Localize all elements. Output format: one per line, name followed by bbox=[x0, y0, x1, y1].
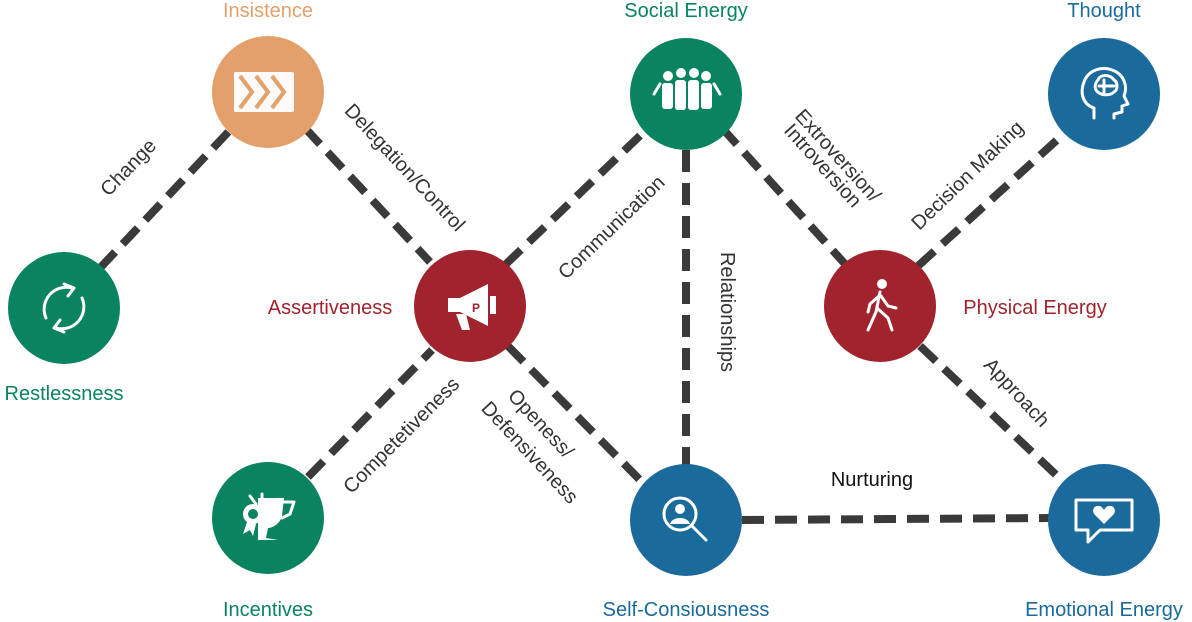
node-assertiveness: P Assertiveness bbox=[268, 250, 526, 362]
edge-label-delegation-control: Delegation/Control bbox=[340, 100, 469, 236]
edge-competetiveness bbox=[305, 347, 435, 480]
edge-communication bbox=[502, 125, 651, 268]
edge-label-communication: Communication bbox=[554, 172, 669, 284]
heart-chat-icon bbox=[1074, 498, 1134, 544]
megaphone-icon: P bbox=[448, 284, 496, 330]
thought-label: Thought bbox=[1067, 0, 1141, 22]
brain-head-icon bbox=[1080, 67, 1130, 120]
edge-nurturing bbox=[741, 514, 1051, 524]
chevrons-icon bbox=[234, 72, 294, 112]
node-restlessness: Restlessness bbox=[5, 252, 124, 405]
node-insistence: Insistence bbox=[212, 0, 324, 148]
node-thought: Thought bbox=[1048, 0, 1160, 150]
physical-energy-circle bbox=[824, 250, 936, 362]
physical-energy-label: Physical Energy bbox=[963, 297, 1106, 319]
restlessness-label: Restlessness bbox=[5, 383, 124, 405]
social-energy-label: Social Energy bbox=[624, 0, 747, 22]
edge-label-approach: Approach bbox=[979, 354, 1053, 432]
edge-extroversion-introversion bbox=[719, 125, 848, 267]
nodes: Insistence Social Energy bbox=[5, 0, 1183, 621]
node-physical-energy: Physical Energy bbox=[824, 250, 1107, 362]
group-people-icon bbox=[652, 68, 722, 110]
search-person-icon bbox=[662, 496, 708, 542]
restlessness-circle bbox=[8, 252, 120, 364]
edge-label-relationships: Relationships bbox=[716, 252, 738, 372]
edge-label-nurturing: Nurturing bbox=[831, 469, 913, 491]
refresh-arrows-icon bbox=[42, 282, 86, 334]
edge-delegation-control bbox=[302, 125, 433, 265]
walking-person-icon bbox=[866, 279, 898, 332]
edge-label-competetiveness: Competetiveness bbox=[339, 373, 464, 498]
edge-decision-making bbox=[915, 127, 1071, 269]
node-social-energy: Social Energy bbox=[624, 0, 748, 150]
incentives-label: Incentives bbox=[223, 599, 313, 621]
edge-approach bbox=[917, 343, 1073, 491]
trophy-medal-icon bbox=[243, 492, 296, 540]
node-self-consciousness: Self-Consiousness bbox=[603, 464, 770, 621]
node-incentives: Incentives bbox=[212, 462, 324, 621]
emotional-energy-label: Emotional Energy bbox=[1025, 599, 1183, 621]
node-emotional-energy: Emotional Energy bbox=[1025, 464, 1183, 621]
edge-change bbox=[97, 125, 235, 271]
svg-text:P: P bbox=[472, 301, 480, 315]
insistence-label: Insistence bbox=[223, 0, 313, 22]
edges bbox=[97, 125, 1073, 524]
self-consciousness-label: Self-Consiousness bbox=[603, 599, 770, 621]
edge-label-change: Change bbox=[96, 135, 160, 201]
assertiveness-label: Assertiveness bbox=[268, 297, 393, 319]
